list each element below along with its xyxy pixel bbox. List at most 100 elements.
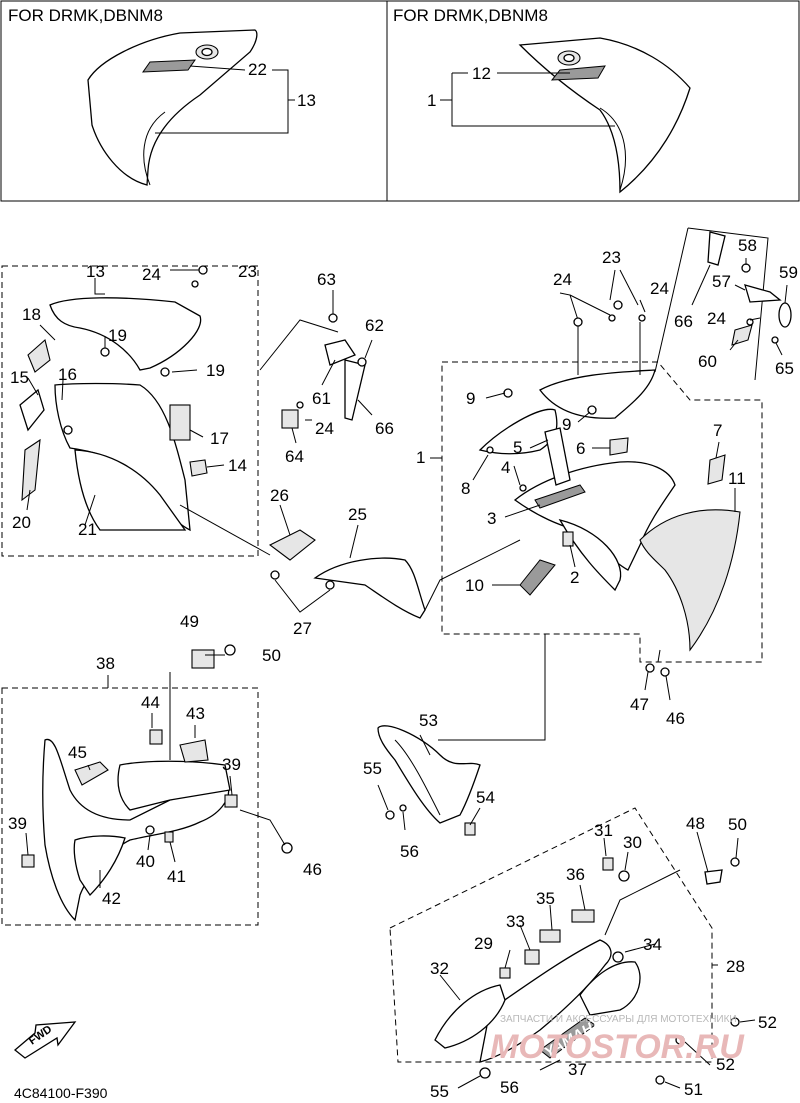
callout-11: 11 bbox=[728, 469, 746, 488]
callout-53: 53 bbox=[419, 711, 438, 730]
callout-25: 25 bbox=[348, 505, 367, 524]
frame-line bbox=[687, 227, 769, 381]
callout-6: 6 bbox=[576, 439, 585, 458]
callout-39: 39 bbox=[222, 755, 241, 774]
callout-56: 56 bbox=[400, 842, 419, 861]
part-25-26-panels bbox=[268, 529, 426, 619]
callout-60: 60 bbox=[698, 352, 717, 371]
callout-57: 57 bbox=[712, 272, 731, 291]
callout-4: 4 bbox=[501, 458, 510, 477]
callout-10: 10 bbox=[465, 576, 484, 595]
callout-24-b: 24 bbox=[315, 419, 334, 438]
callout-56-b: 56 bbox=[500, 1078, 519, 1097]
part-61-bracket bbox=[281, 313, 367, 429]
callout-2: 2 bbox=[570, 568, 579, 587]
callout-33: 33 bbox=[506, 912, 525, 931]
part-13-cowl bbox=[19, 297, 208, 532]
inset-right-title: FOR DRMK,DBNM8 bbox=[393, 6, 548, 25]
callout-12: 12 bbox=[472, 64, 491, 83]
callout-39-b: 39 bbox=[8, 814, 27, 833]
callout-9-b: 9 bbox=[562, 415, 571, 434]
callout-26: 26 bbox=[270, 486, 289, 505]
callout-20: 20 bbox=[12, 513, 31, 532]
diagram-code: 4C84100-F390 bbox=[14, 1085, 108, 1101]
callout-1: 1 bbox=[427, 91, 436, 110]
callout-46: 46 bbox=[666, 709, 685, 728]
callout-37: 37 bbox=[568, 1060, 587, 1079]
callout-49: 49 bbox=[180, 612, 199, 631]
callout-7: 7 bbox=[713, 421, 722, 440]
inset-box-right bbox=[386, 0, 800, 202]
fwd-arrow-icon: FWD bbox=[13, 1021, 77, 1059]
callout-24-d: 24 bbox=[650, 279, 669, 298]
callout-28: 28 bbox=[726, 957, 745, 976]
callout-24-e: 24 bbox=[707, 309, 726, 328]
callout-51: 51 bbox=[684, 1080, 703, 1099]
callout-46-b: 46 bbox=[303, 860, 322, 879]
callout-52: 52 bbox=[758, 1013, 777, 1032]
callout-66: 66 bbox=[375, 419, 394, 438]
callout-13: 13 bbox=[297, 91, 316, 110]
callout-59: 59 bbox=[779, 263, 798, 282]
watermark-logo: MOTOSTOR.RU bbox=[490, 1028, 745, 1066]
group-13-box bbox=[1, 265, 259, 557]
callout-15: 15 bbox=[10, 368, 29, 387]
callout-27: 27 bbox=[293, 619, 312, 638]
callout-23: 23 bbox=[238, 262, 257, 281]
callout-50-b: 50 bbox=[728, 815, 747, 834]
callout-47: 47 bbox=[630, 695, 649, 714]
callout-31: 31 bbox=[594, 821, 613, 840]
callout-16: 16 bbox=[58, 365, 77, 384]
callout-8: 8 bbox=[461, 479, 470, 498]
callout-3: 3 bbox=[487, 509, 496, 528]
callout-61: 61 bbox=[312, 389, 331, 408]
callout-29: 29 bbox=[474, 934, 493, 953]
callout-22: 22 bbox=[248, 60, 267, 79]
part-28-belly-pan bbox=[434, 857, 740, 1085]
callout-58: 58 bbox=[738, 236, 757, 255]
callout-55-b: 55 bbox=[430, 1082, 449, 1101]
callout-42: 42 bbox=[102, 889, 121, 908]
callout-64: 64 bbox=[285, 447, 304, 466]
callout-21: 21 bbox=[78, 520, 97, 539]
callout-41: 41 bbox=[167, 867, 186, 886]
inset-cowl-right bbox=[518, 37, 691, 194]
part-57-mirror-stay bbox=[707, 231, 792, 346]
part-53-inner-panel bbox=[377, 725, 481, 836]
callout-labels: 22 13 12 1 13 24 23 63 62 18 19 19 15 16… bbox=[8, 60, 798, 1101]
callout-30: 30 bbox=[623, 833, 642, 852]
callout-17: 17 bbox=[210, 429, 229, 448]
callout-38: 38 bbox=[96, 654, 115, 673]
callout-24-c: 24 bbox=[553, 270, 572, 289]
callout-63: 63 bbox=[317, 270, 336, 289]
part-38-lower-cowl bbox=[21, 644, 293, 922]
callout-19-b: 19 bbox=[206, 361, 225, 380]
callout-50: 50 bbox=[262, 646, 281, 665]
callout-43: 43 bbox=[186, 704, 205, 723]
callout-48: 48 bbox=[686, 814, 705, 833]
callout-23-b: 23 bbox=[602, 248, 621, 267]
group-38-box bbox=[1, 687, 259, 926]
callout-45: 45 bbox=[68, 743, 87, 762]
callout-19: 19 bbox=[108, 326, 127, 345]
group-28-box bbox=[389, 807, 713, 1063]
callout-40: 40 bbox=[136, 852, 155, 871]
part-1-cowl bbox=[478, 369, 741, 652]
callout-32: 32 bbox=[430, 959, 449, 978]
callout-35: 35 bbox=[536, 889, 555, 908]
callout-24: 24 bbox=[142, 265, 161, 284]
inset-box-left bbox=[0, 0, 388, 202]
callout-14: 14 bbox=[228, 456, 247, 475]
inset-left-title: FOR DRMK,DBNM8 bbox=[8, 6, 163, 25]
callout-5: 5 bbox=[513, 438, 522, 457]
callout-65: 65 bbox=[775, 359, 794, 378]
callout-44: 44 bbox=[141, 693, 160, 712]
callout-54: 54 bbox=[476, 788, 495, 807]
group-1-box bbox=[441, 361, 763, 663]
callout-13-group: 13 bbox=[86, 262, 105, 281]
callout-66-b: 66 bbox=[674, 312, 693, 331]
watermark-small: ЗАПЧАСТИ И АКСЕССУАРЫ ДЛЯ МОТОТЕХНИКИ bbox=[500, 1014, 737, 1025]
callout-34: 34 bbox=[643, 935, 662, 954]
inset-cowl-left bbox=[87, 29, 258, 186]
